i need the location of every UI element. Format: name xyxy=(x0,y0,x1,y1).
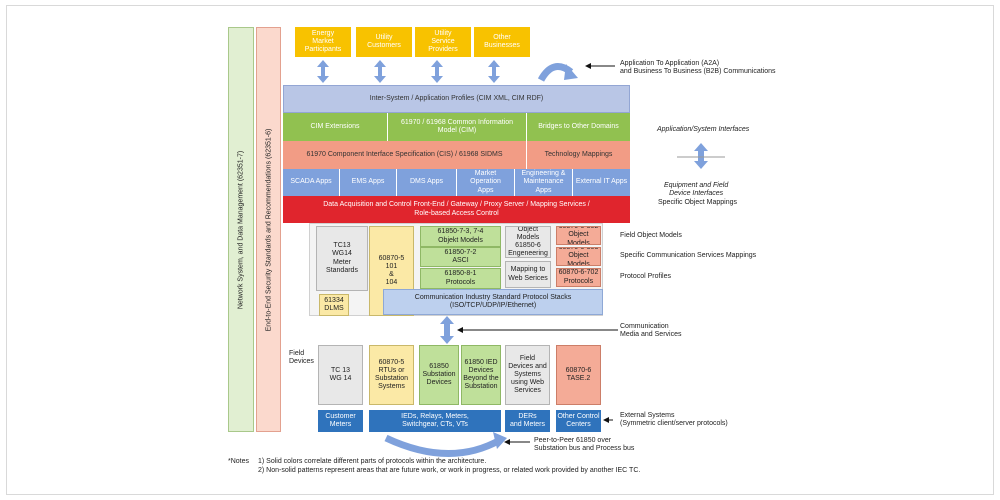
other-businesses-box: Other Businesses xyxy=(474,27,530,57)
field-rtu-box: 60870-5 RTUs or Substation Systems xyxy=(369,345,414,405)
app-system-interfaces-label: Application/System Interfaces xyxy=(657,126,750,133)
data-acquisition-bar: Data Acquisition and Control Front-End /… xyxy=(283,196,630,223)
comm-services-mappings-label: Specific Communication Services Mappings xyxy=(620,252,757,259)
tase-object-models-802-box: 60870-6-802 Object Models xyxy=(556,226,601,245)
object-models-61850-box: 61850-7-3, 7-4 Objekt Models xyxy=(420,226,501,247)
utility-service-providers-box: Utility Service Providers xyxy=(415,27,471,57)
field-tase2-box: 60870-6 TASE.2 xyxy=(556,345,601,405)
field-tc13-box: TC 13 WG 14 xyxy=(318,345,363,405)
double-arrows-top xyxy=(317,60,500,83)
mapping-web-services-box: Mapping to Web Serices xyxy=(505,261,551,288)
equipment-interfaces-label: Equipment and Field Device Interfaces xyxy=(664,182,729,198)
double-arrow-1 xyxy=(317,60,329,83)
security-standards-bar: End-to-End Security Standards and Recomm… xyxy=(256,27,281,432)
protocols-61850-box: 61850-8-1 Protocols xyxy=(420,268,501,289)
comm-double-arrow xyxy=(440,316,454,344)
peer-to-peer-label: Peer-to-Peer 61850 over Substation bus a… xyxy=(534,437,635,453)
cis-sidms-box: 61970 Component Interface Specification … xyxy=(283,141,527,169)
notes-title: *Notes xyxy=(228,458,250,465)
double-arrow-2 xyxy=(374,60,386,83)
field-61850-substation-box: 61850 Substation Devices xyxy=(419,345,459,405)
note-2: 2) Non-solid patterns represent areas th… xyxy=(258,467,641,474)
ems-apps-box: EMS Apps xyxy=(340,169,397,196)
customer-meters-box: Customer Meters xyxy=(318,410,363,432)
technology-mappings-box: Technology Mappings xyxy=(527,141,630,169)
other-control-centers-box: Other Control Centers xyxy=(556,410,601,432)
engineering-61850-6-box: Object Models 61850-6 Engeneering xyxy=(505,226,551,258)
note-1: 1) Solid colors correlate different part… xyxy=(258,458,487,465)
tase-protocols-box: 60870-6-702 Protocols xyxy=(556,268,601,287)
ieds-relays-box: IEDs, Relays, Meters, Switchgear, CTs, V… xyxy=(369,410,501,432)
engineering-maintenance-apps-box: Engineering & Maintenance Apps xyxy=(515,169,573,196)
diagram-frame xyxy=(6,5,994,495)
field-devices-label: Field Devices xyxy=(289,350,314,366)
energy-market-participants-box: Energy Market Participants xyxy=(295,27,351,57)
asci-box: 61850-7-2 ASCI xyxy=(420,247,501,267)
a2a-label: Application To Application (A2A) and Bus… xyxy=(620,60,776,76)
external-systems-label: External Systems (Symmetric client/serve… xyxy=(620,412,728,428)
network-management-label: Network System, and Data Management (623… xyxy=(237,150,245,309)
double-arrow-4 xyxy=(488,60,500,83)
curved-arrow-bottom xyxy=(384,434,502,457)
market-operation-apps-box: Market Operation Apps xyxy=(457,169,515,196)
utility-customers-box: Utility Customers xyxy=(356,27,412,57)
dlms-box: 61334 DLMS xyxy=(319,294,349,316)
inter-system-profiles-bar: Inter-System / Application Profiles (CIM… xyxy=(283,85,630,113)
protocol-stacks-bar: Communication Industry Standard Protocol… xyxy=(383,289,603,315)
network-management-bar: Network System, and Data Management (623… xyxy=(228,27,254,432)
cim-model-box: 61970 / 61968 Common Information Model (… xyxy=(388,113,527,141)
security-standards-label: End-to-End Security Standards and Recomm… xyxy=(265,128,272,331)
ders-meters-box: DERs and Meters xyxy=(505,410,550,432)
field-61850-ied-box: 61850 IED Devices Beyond the Substation xyxy=(461,345,501,405)
double-arrow-3 xyxy=(431,60,443,83)
comm-media-label: Communication Media and Services xyxy=(620,323,682,339)
tase-object-models-503-box: 60870-6-503 Object Models xyxy=(556,247,601,266)
protocol-profiles-label: Protocol Profiles xyxy=(620,273,671,280)
interface-double-arrow xyxy=(694,143,708,169)
scada-apps-box: SCADA Apps xyxy=(283,169,340,196)
cim-extensions-box: CIM Extensions xyxy=(283,113,388,141)
field-web-services-box: Field Devices and Systems using Web Serv… xyxy=(505,345,550,405)
field-object-models-label: Field Object Models xyxy=(620,232,682,239)
dms-apps-box: DMS Apps xyxy=(397,169,457,196)
tc13-meter-standards-box: TC13 WG14 Meter Standards xyxy=(316,226,368,291)
object-mappings-label: Specific Object Mappings xyxy=(658,199,737,206)
bridges-other-domains-box: Bridges to Other Domains xyxy=(527,113,630,141)
external-it-apps-box: External IT Apps xyxy=(573,169,630,196)
